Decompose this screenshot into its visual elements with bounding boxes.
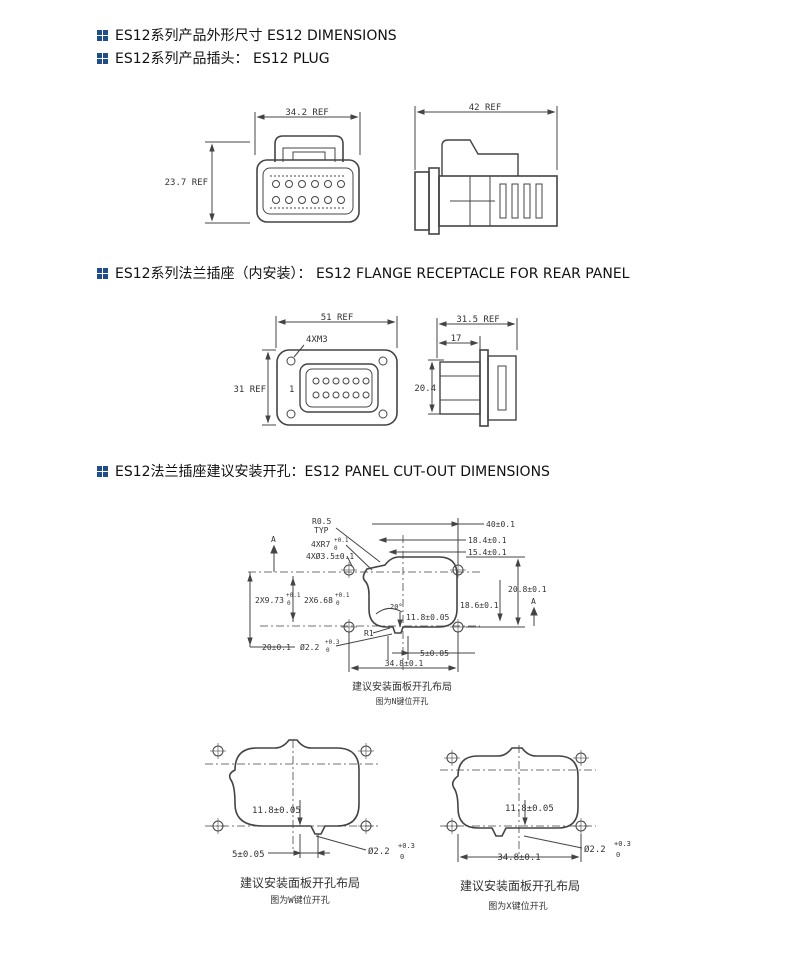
cutout-w-subcaption: 图为W键位开孔 [270, 894, 329, 906]
plug-width-label: 34.2 REF [285, 108, 328, 118]
cutout-d22-label: Ø2.2 [300, 642, 319, 652]
cutout-r7-tol: +0.1 [334, 537, 349, 544]
heading-dimensions: ES12系列产品外形尺寸 ES12 DIMENSIONS [97, 27, 397, 45]
cutout-w184-label: 18.4±0.1 [468, 536, 507, 545]
cutout-w154-label: 15.4±0.1 [468, 548, 507, 557]
cutout-x-caption: 建议安装面板开孔布局 [460, 878, 580, 893]
flange-pin1-label: 1 [289, 385, 294, 395]
cutout-pitch973-tol-low: 0 [287, 600, 291, 607]
bullet-icon [97, 30, 108, 41]
flange-screws-label: 4XM3 [306, 335, 328, 345]
plug-side-width-label: 42 REF [469, 103, 502, 113]
cutout-w348-label: 34.8±0.1 [385, 659, 424, 668]
cutout-w5-label: 5±0.05 [420, 649, 449, 658]
cutout-r7-label: 4XR7 [311, 540, 330, 549]
flange-side-depth-label: 17 [451, 334, 462, 344]
heading-dimensions-text: ES12系列产品外形尺寸 ES12 DIMENSIONS [115, 28, 397, 44]
plug-front-view: 34.2 REF 23.7 REF [165, 108, 361, 224]
flange-width-label: 51 REF [321, 313, 354, 323]
cutout-caption: 建议安装面板开孔布局 [352, 680, 452, 693]
cutout-w-view: 11.8±0.05 5±0.05 Ø2.2 +0.3 0 建议安装面板开孔布局 … [205, 739, 415, 906]
heading-plug-text: ES12系列产品插头： ES12 PLUG [115, 51, 330, 67]
cutout-w40-label: 40±0.1 [486, 520, 515, 529]
heading-flange: ES12系列法兰插座（内安装）： ES12 FLANGE RECEPTACLE … [97, 265, 630, 283]
flange-side-view: 31.5 REF 17 20.4 [414, 315, 518, 427]
bullet-icon [97, 53, 108, 64]
cutout-radius-label: R0.5 [312, 517, 331, 526]
cutout-pitch973-tol: +0.1 [286, 592, 301, 599]
heading-plug: ES12系列产品插头： ES12 PLUG [97, 50, 330, 68]
cutout-w-d22-label: Ø2.2 [368, 846, 390, 857]
cutout-datum-a-left: A [271, 535, 276, 544]
cutout-w-d22-tol-low: 0 [400, 853, 404, 861]
cutout-d22-tol: +0.3 [325, 639, 340, 646]
bullet-icon [97, 268, 108, 279]
cutout-x-d22-tol: +0.3 [614, 840, 631, 848]
bullet-icon [97, 466, 108, 477]
heading-flange-text: ES12系列法兰插座（内安装）： ES12 FLANGE RECEPTACLE … [115, 266, 630, 282]
plug-height-label: 23.7 REF [165, 178, 208, 188]
cutout-x-subcaption: 图为X键位开孔 [488, 900, 547, 912]
cutout-x-d22-label: Ø2.2 [584, 844, 606, 855]
cutout-r1-label: R1 [364, 629, 374, 638]
cutout-x-view: 11.8±0.05 34.8±0.1 Ø2.2 +0.3 0 建议安装面板开孔布… [440, 745, 631, 912]
cutout-typ-label: TYP [314, 526, 329, 535]
plug-side-view: 42 REF [414, 103, 558, 235]
cutout-r7-tol-low: 0 [334, 545, 338, 552]
cutout-h186-label: 18.6±0.1 [460, 601, 499, 610]
cutout-w-caption: 建议安装面板开孔布局 [240, 875, 360, 890]
heading-cutout: ES12法兰插座建议安装开孔：ES12 PANEL CUT-OUT DIMENS… [97, 463, 550, 481]
cutout-angle-label: 20° [390, 603, 403, 611]
heading-cutout-text: ES12法兰插座建议安装开孔：ES12 PANEL CUT-OUT DIMENS… [115, 464, 550, 480]
cutout-hole-label: 4XØ3.5±0.1 [306, 551, 354, 561]
flange-side-height-label: 20.4 [414, 384, 436, 394]
cutout-w-w5-label: 5±0.05 [232, 850, 265, 860]
cutout-h208-label: 20.8±0.1 [508, 585, 547, 594]
cutout-h118-label: 11.8±0.05 [406, 613, 450, 622]
flange-front-view: 51 REF 31 REF 4XM3 1 [233, 313, 398, 426]
flange-side-width-label: 31.5 REF [456, 315, 499, 325]
cutout-datum-a-right: A [531, 597, 536, 606]
cutout-pitch668-tol-low: 0 [336, 600, 340, 607]
cutout-pitch668-label: 2X6.68 [304, 596, 333, 605]
cutout-w-d22-tol: +0.3 [398, 842, 415, 850]
cutout-pitch668-tol: +0.1 [335, 592, 350, 599]
cutout-pitch973-label: 2X9.73 [255, 596, 284, 605]
cutout-w-h118-label: 11.8±0.05 [252, 806, 301, 816]
cutout-main-view: R0.5 TYP 4XR7 +0.1 0 4XØ3.5±0.1 40±0.1 1… [247, 517, 547, 706]
cutout-d22-tol-low: 0 [326, 647, 330, 654]
flange-height-label: 31 REF [233, 385, 266, 395]
cutout-x-d22-tol-low: 0 [616, 851, 620, 859]
cutout-subcaption: 图为N键位开孔 [376, 696, 429, 706]
cutout-x-w348-label: 34.8±0.1 [497, 853, 540, 863]
cutout-x-h118-label: 11.8±0.05 [505, 804, 554, 814]
